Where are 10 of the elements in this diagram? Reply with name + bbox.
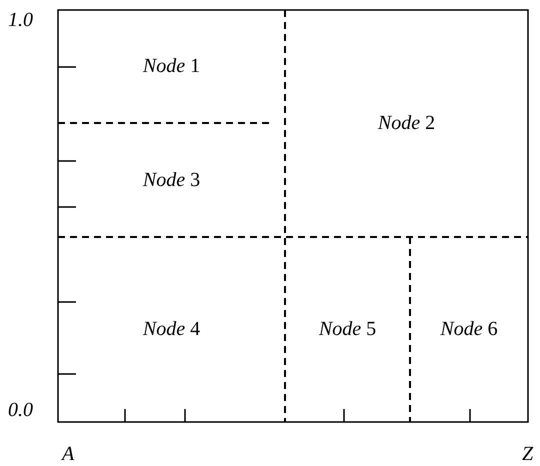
region-label: Node 5 — [318, 318, 376, 341]
region-label: Node 2 — [378, 112, 436, 135]
axis-label: 1.0 — [8, 10, 33, 30]
region-label: Node 3 — [142, 168, 200, 192]
axis-label: Z — [522, 444, 534, 464]
region-label: Node 4 — [142, 318, 200, 341]
region-label: Node 1 — [142, 55, 200, 78]
axis-label: A — [62, 444, 74, 464]
axis-label: 0.0 — [8, 400, 33, 420]
region-label: Node 6 — [440, 318, 498, 341]
